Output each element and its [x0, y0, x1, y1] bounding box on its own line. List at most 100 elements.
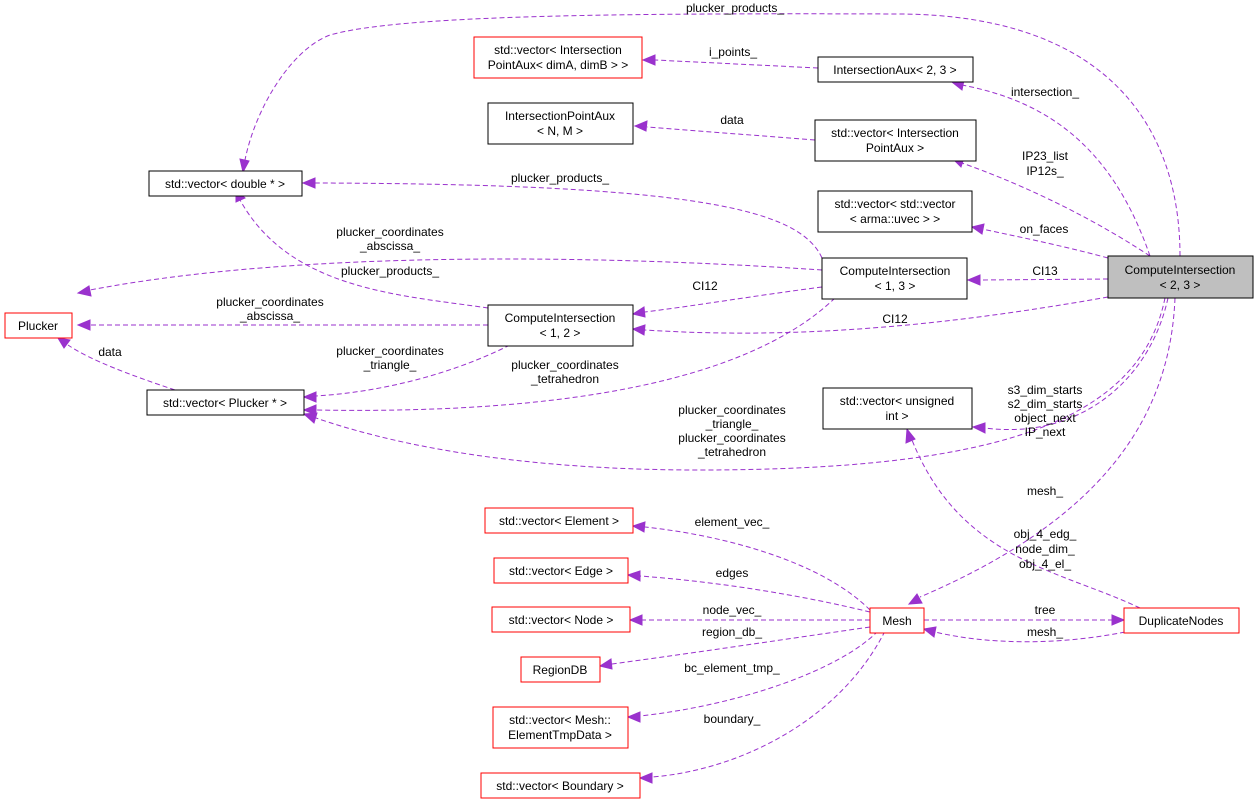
node-label: ComputeIntersection — [1125, 263, 1236, 277]
node-vector-intersection-point-aux[interactable]: std::vector< Intersection PointAux > — [814, 119, 977, 162]
edge-label: s3_dim_starts — [1008, 383, 1083, 397]
edge-plucker-coordinates-tetrahedron-ci13: plucker_coordinates _tetrahedron — [302, 297, 836, 416]
edge-i-points: i_points_ — [641, 45, 819, 69]
edge-ci13: CI13 — [966, 264, 1109, 286]
edge-label: obj_4_edg_ — [1014, 527, 1077, 541]
edge-label: plucker_coordinates — [216, 295, 323, 309]
edge-label: mesh_ — [1027, 625, 1063, 639]
edge-on-faces: on_faces — [970, 222, 1109, 259]
edge-mesh-from-dupnodes: mesh_ — [922, 625, 1126, 643]
node-label: RegionDB — [533, 663, 588, 677]
node-intersection-aux-2-3[interactable]: IntersectionAux< 2, 3 > — [817, 56, 974, 83]
edge-label: node_dim_ — [1015, 542, 1075, 556]
node-label: < N, M > — [537, 124, 583, 138]
edge-label: _tetrahedron — [697, 445, 766, 459]
edge-ci12-from-ci23: CI12 — [631, 296, 1109, 336]
node-mesh[interactable]: Mesh — [869, 607, 925, 634]
node-label: ComputeIntersection — [505, 311, 616, 325]
node-label: DuplicateNodes — [1139, 614, 1224, 628]
node-vector-boundary[interactable]: std::vector< Boundary > — [480, 772, 641, 799]
node-label: PointAux > — [866, 141, 924, 155]
node-label: IntersectionPointAux — [505, 109, 615, 123]
edge-data-plucker-vector: data — [57, 337, 176, 391]
node-region-db[interactable]: RegionDB — [520, 656, 601, 683]
node-label: std::vector< std::vector — [834, 197, 955, 211]
edge-label: plucker_coordinates — [678, 403, 785, 417]
edge-label: IP23_list — [1022, 149, 1069, 163]
node-vector-uvec[interactable]: std::vector< std::vector < arma::uvec > … — [817, 190, 973, 233]
edge-label: _tetrahedron — [530, 372, 599, 386]
edge-label: node_vec_ — [703, 603, 762, 617]
edge-label: CI13 — [1032, 264, 1058, 278]
node-label: std::vector< Boundary > — [496, 779, 623, 793]
node-label: std::vector< Node > — [509, 613, 614, 627]
edge-label: obj_4_el_ — [1019, 557, 1071, 571]
node-vector-double[interactable]: std::vector< double * > — [148, 170, 303, 197]
node-label: std::vector< double * > — [165, 177, 285, 191]
edge-label: _abscissa_ — [239, 309, 300, 323]
edge-label: on_faces — [1020, 222, 1069, 236]
node-compute-intersection-1-2[interactable]: ComputeIntersection < 1, 2 > — [487, 304, 634, 347]
edge-mesh-from-ci23: mesh_ — [907, 297, 1176, 605]
node-vector-intersection-point-aux-dim[interactable]: std::vector< Intersection PointAux< dimA… — [473, 36, 643, 79]
edge-plucker-coordinates-triangle-ci12: plucker_coordinates _triangle_ — [302, 344, 511, 403]
edge-label: edges — [716, 566, 749, 580]
node-intersection-point-aux-n-m[interactable]: IntersectionPointAux < N, M > — [487, 102, 634, 145]
edge-label: data — [720, 113, 744, 127]
node-label: < 1, 3 > — [875, 279, 916, 293]
edge-label: s2_dim_starts — [1008, 397, 1083, 411]
edge-plucker-products-top: plucker_products_ — [239, 1, 1181, 257]
node-vector-unsigned-int[interactable]: std::vector< unsigned int > — [822, 387, 973, 430]
node-label: < 2, 3 > — [1160, 278, 1201, 292]
edge-label: object_next — [1014, 411, 1076, 425]
edge-obj-4: obj_4_edg_ node_dim_ obj_4_el_ — [905, 427, 1141, 609]
node-vector-edge[interactable]: std::vector< Edge > — [493, 557, 629, 584]
edge-bc-element-tmp: bc_element_tmp_ — [626, 630, 879, 723]
node-label: std::vector< Plucker * > — [163, 396, 287, 410]
edge-label: CI12 — [692, 279, 718, 293]
edge-boundary: boundary_ — [638, 630, 886, 784]
edge-label: _triangle_ — [705, 417, 759, 431]
edge-label: plucker_coordinates — [511, 358, 618, 372]
edge-label: plucker_coordinates — [336, 344, 443, 358]
edge-label: plucker_products_ — [511, 171, 609, 185]
node-label: std::vector< Edge > — [509, 564, 613, 578]
node-label: std::vector< Intersection — [831, 126, 959, 140]
edge-plucker-coordinates-abscissa-ci12: plucker_coordinates _abscissa_ — [76, 295, 488, 331]
node-label: std::vector< Element > — [499, 514, 619, 528]
node-duplicate-nodes[interactable]: DuplicateNodes — [1123, 607, 1240, 634]
node-compute-intersection-2-3[interactable]: ComputeIntersection < 2, 3 > — [1107, 255, 1254, 299]
edge-label: IP12s_ — [1026, 164, 1064, 178]
edge-label: plucker_coordinates — [336, 225, 443, 239]
edge-edges: edges — [626, 566, 871, 613]
node-label: Plucker — [18, 319, 58, 333]
edge-region-db: region_db_ — [598, 625, 871, 670]
edge-plucker-coordinates-ci23: plucker_coordinates _triangle_ plucker_c… — [302, 297, 1166, 471]
edge-label: boundary_ — [704, 712, 761, 726]
edge-label: plucker_products_ — [341, 264, 439, 278]
edge-label: plucker_products_ — [686, 1, 784, 15]
node-label: int > — [885, 409, 908, 423]
edge-label: _abscissa_ — [359, 239, 420, 253]
edge-dim-starts: s3_dim_starts s2_dim_starts object_next … — [971, 297, 1169, 439]
node-label: ElementTmpData > — [508, 728, 612, 742]
edge-label: data — [98, 345, 122, 359]
node-label: < arma::uvec > > — [850, 212, 940, 226]
edge-label: CI12 — [882, 312, 908, 326]
node-compute-intersection-1-3[interactable]: ComputeIntersection < 1, 3 > — [821, 257, 968, 300]
node-vector-element[interactable]: std::vector< Element > — [484, 507, 634, 534]
node-vector-plucker[interactable]: std::vector< Plucker * > — [146, 389, 305, 416]
node-vector-node[interactable]: std::vector< Node > — [491, 606, 631, 633]
edge-label: intersection_ — [1011, 85, 1079, 99]
node-label: IntersectionAux< 2, 3 > — [833, 63, 956, 77]
node-label: std::vector< unsigned — [840, 394, 954, 408]
edge-label: region_db_ — [702, 625, 762, 639]
node-plucker[interactable]: Plucker — [4, 312, 73, 339]
edge-label: element_vec_ — [695, 515, 770, 529]
edge-ci12-from-ci13: CI12 — [631, 279, 823, 318]
node-label: std::vector< Intersection — [494, 43, 622, 57]
edge-label: _triangle_ — [363, 358, 417, 372]
edge-node-vec: node_vec_ — [628, 603, 870, 626]
node-vector-element-tmp-data[interactable]: std::vector< Mesh:: ElementTmpData > — [492, 706, 629, 749]
